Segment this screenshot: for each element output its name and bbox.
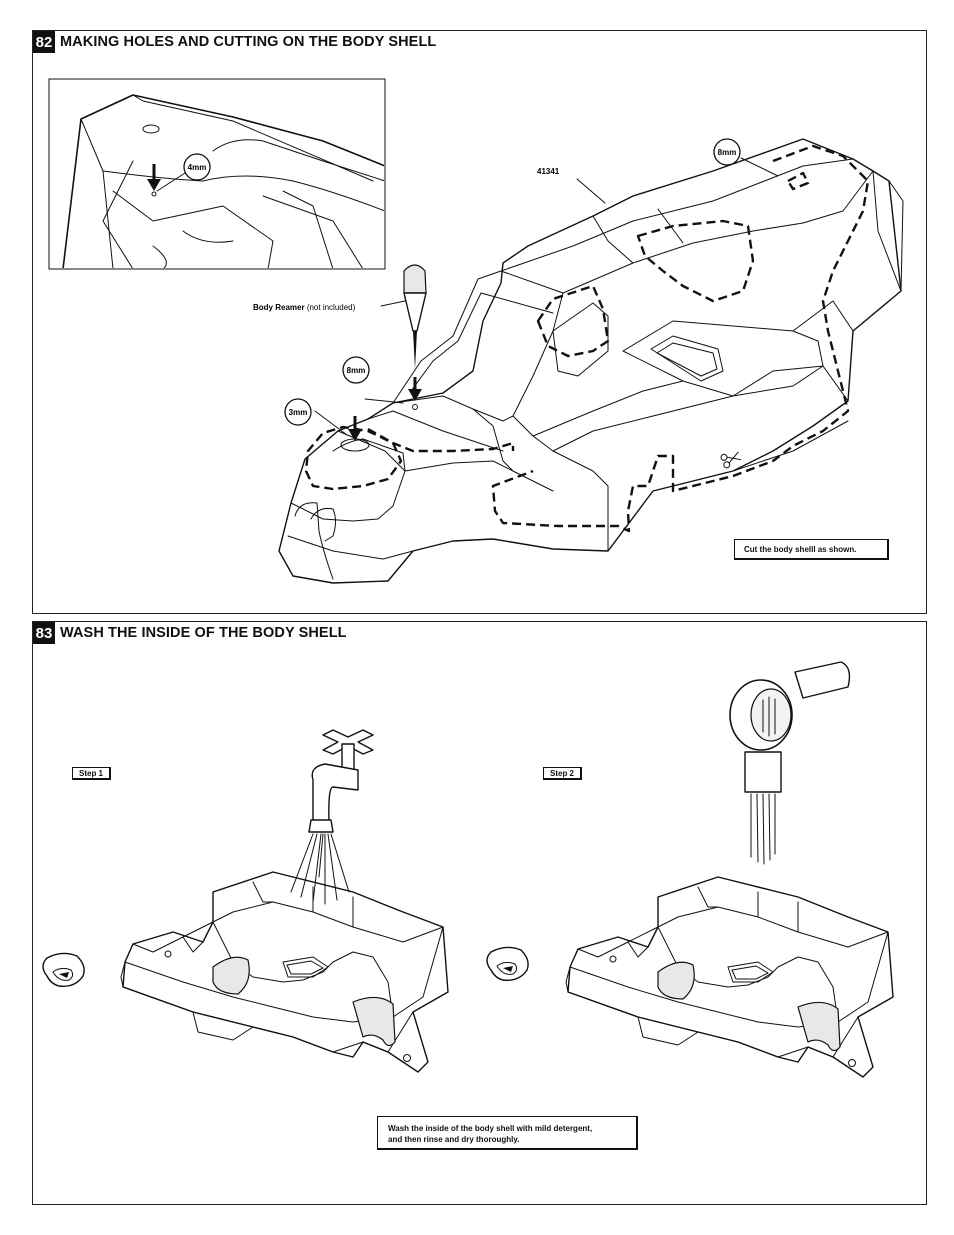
body-shell-drawing: 8mm 3mm 8mm 41341 Body Reamer (not inclu… — [253, 138, 904, 584]
step-2-tag: Step 2 — [543, 767, 583, 780]
step-1-illustration — [42, 729, 449, 1073]
water-spray — [290, 833, 350, 905]
step-83-panel: 83 WASH THE INSIDE OF THE BODY SHELL Ste… — [32, 621, 927, 1205]
wash-note-line-1: Wash the inside of the body shell with m… — [388, 1124, 593, 1133]
cut-instruction-note: Cut the body shelll as shown. — [734, 539, 889, 560]
wash-instruction-note: Wash the inside of the body shell with m… — [377, 1116, 638, 1150]
step-2-illustration — [486, 661, 894, 1078]
inset-detail-4mm-hole: 4mm — [48, 78, 386, 270]
step-83-title: WASH THE INSIDE OF THE BODY SHELL — [60, 625, 347, 641]
wash-note-line-2: and then rinse and dry thoroughly. — [388, 1135, 520, 1144]
step-1-tag: Step 1 — [72, 767, 112, 780]
callout-8mm-rear: 8mm — [718, 148, 737, 157]
step-82-number: 82 — [33, 31, 55, 53]
callout-3mm: 3mm — [289, 408, 308, 417]
part-number-label: 41341 — [537, 167, 560, 176]
air-flow — [750, 793, 776, 865]
callout-8mm-front: 8mm — [347, 366, 366, 375]
washing-illustration — [42, 661, 894, 1078]
step-82-title: MAKING HOLES AND CUTTING ON THE BODY SHE… — [60, 34, 437, 50]
step-83-header: 83 WASH THE INSIDE OF THE BODY SHELL — [33, 622, 347, 644]
step-82-panel: 82 MAKING HOLES AND CUTTING ON THE BODY … — [32, 30, 927, 614]
body-reamer-label: Body Reamer (not included) — [253, 303, 356, 312]
step-82-header: 82 MAKING HOLES AND CUTTING ON THE BODY … — [33, 31, 436, 53]
callout-4mm: 4mm — [188, 163, 207, 172]
step-83-number: 83 — [33, 622, 55, 644]
body-shell-cutting-illustration: 4mm — [48, 78, 904, 584]
